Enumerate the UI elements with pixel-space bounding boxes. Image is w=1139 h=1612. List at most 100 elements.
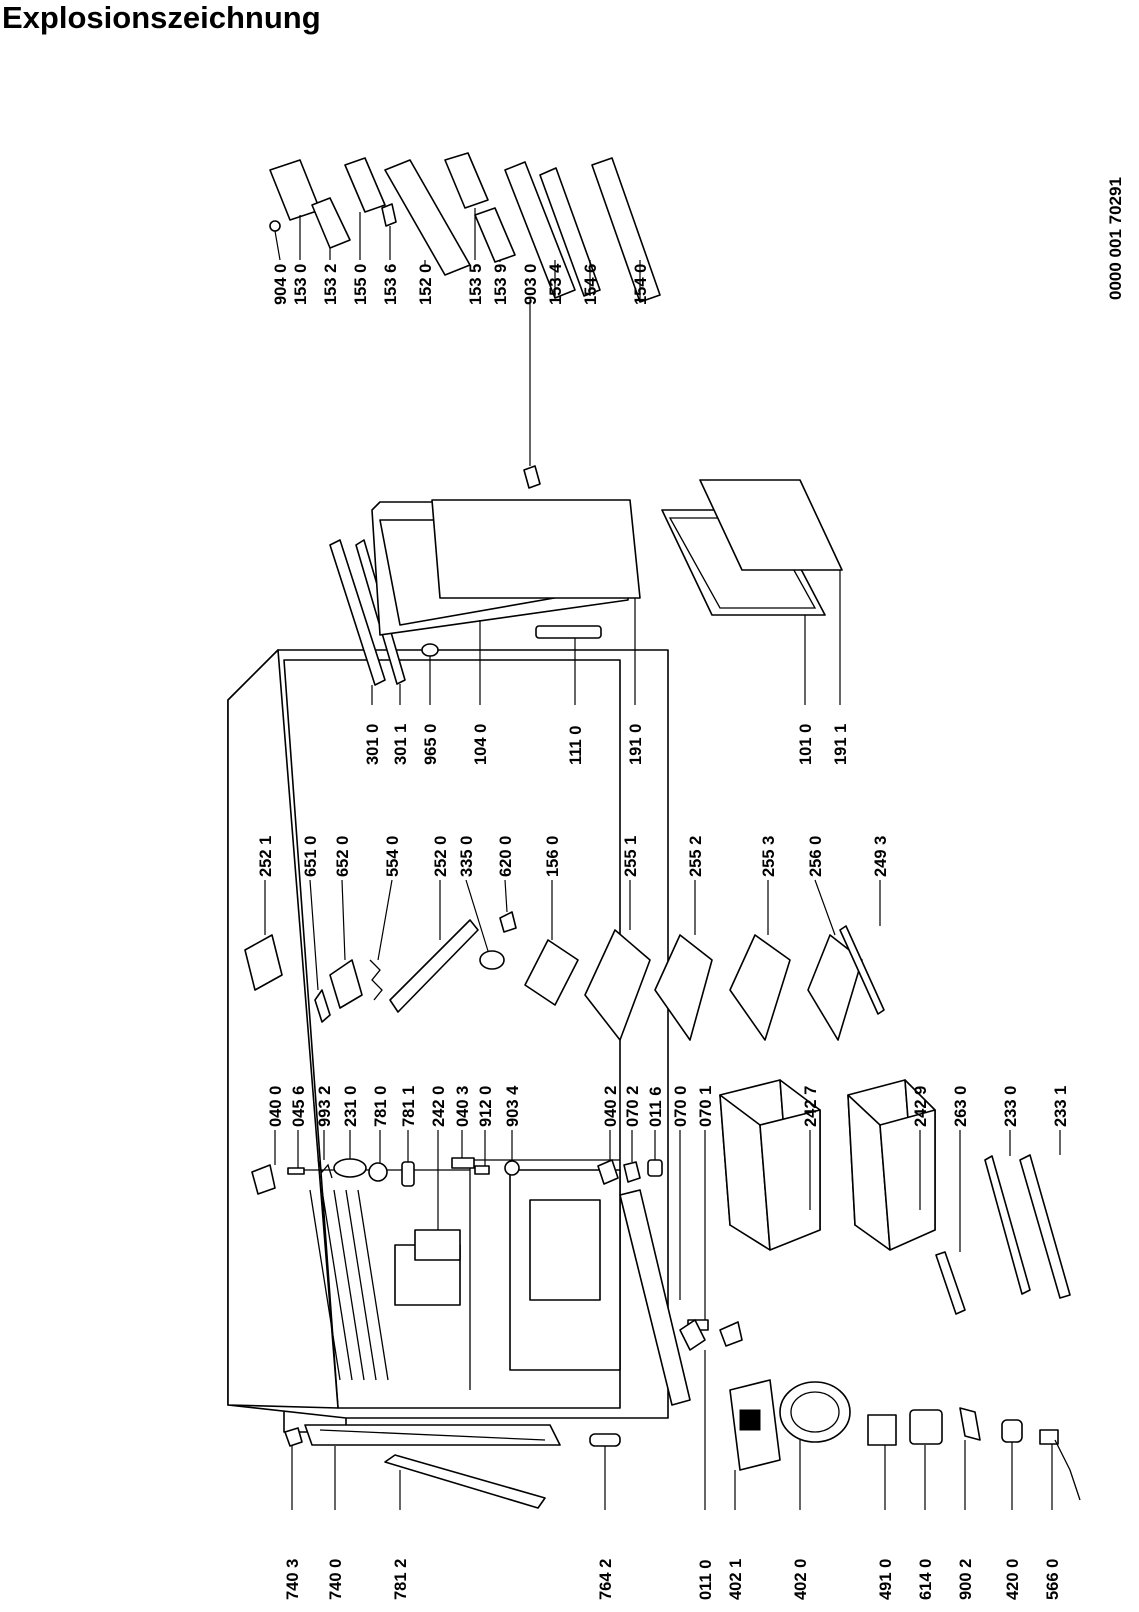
- label-1911: 191 1: [832, 724, 850, 765]
- label-0702: 070 2: [624, 1086, 642, 1127]
- label-1539: 153 9: [492, 264, 510, 305]
- relay-4021: [729, 1379, 781, 1471]
- part-2521: [244, 934, 283, 991]
- part-0116: [647, 1159, 663, 1177]
- bin-1532: [311, 197, 351, 249]
- label-7400: 740 0: [327, 1559, 345, 1600]
- label-1010: 101 0: [797, 724, 815, 765]
- bin-1535: [444, 152, 489, 209]
- shelf-1540: [591, 157, 661, 303]
- shelf-1520: [384, 159, 471, 276]
- label-0701: 070 1: [697, 1086, 715, 1127]
- label-2552: 255 2: [687, 836, 705, 877]
- part-6510: [314, 989, 331, 1023]
- label-7810: 781 0: [372, 1086, 390, 1127]
- screw-0456: [287, 1167, 305, 1175]
- label-0116: 011 6: [647, 1087, 665, 1127]
- label-9120: 912 0: [477, 1086, 495, 1127]
- label-9932: 993 2: [316, 1086, 334, 1127]
- label-0110: 011 0: [697, 1560, 715, 1600]
- label-2420: 242 0: [430, 1086, 448, 1127]
- document-number: 0000 001 70291: [1106, 177, 1125, 300]
- bin-1539: [474, 207, 516, 263]
- label-2551: 255 1: [622, 836, 640, 877]
- label-4200: 420 0: [1004, 1559, 1022, 1600]
- label-0700: 070 0: [672, 1086, 690, 1127]
- label-9002: 900 2: [957, 1559, 975, 1600]
- shelf-1560: [524, 939, 579, 1006]
- rail-1534: [504, 161, 576, 299]
- part-2520: [389, 919, 479, 1013]
- label-1536: 153 6: [382, 264, 400, 305]
- label-1520: 152 0: [417, 264, 435, 305]
- label-7642: 764 2: [597, 1559, 615, 1600]
- label-0456: 045 6: [290, 1086, 308, 1127]
- rail-2330: [984, 1155, 1031, 1295]
- label-1532: 153 2: [322, 264, 340, 305]
- label-0400: 040 0: [267, 1086, 285, 1127]
- part-6200: [499, 911, 517, 933]
- part-7811: [401, 1161, 415, 1187]
- label-3350: 335 0: [458, 836, 476, 877]
- label-6200: 620 0: [497, 836, 515, 877]
- label-2630: 263 0: [952, 1086, 970, 1127]
- egg-tray-1550: [344, 157, 386, 213]
- clip-7403: [284, 1427, 303, 1447]
- label-2310: 231 0: [342, 1086, 360, 1127]
- bin-1530: [269, 159, 321, 221]
- label-1560: 156 0: [544, 836, 562, 877]
- part-0402: [597, 1159, 619, 1185]
- strip-3010: [329, 539, 386, 686]
- label-2429: 242 9: [912, 1086, 930, 1127]
- label-1910: 191 0: [627, 724, 645, 765]
- label-4910: 491 0: [877, 1559, 895, 1600]
- label-2330: 233 0: [1002, 1086, 1020, 1127]
- label-9030: 903 0: [522, 264, 540, 305]
- label-6510: 651 0: [302, 836, 320, 877]
- label-2331: 233 1: [1052, 1086, 1070, 1127]
- label-2560: 256 0: [807, 836, 825, 877]
- rail-1546: [539, 167, 601, 297]
- label-2520: 252 0: [432, 836, 450, 877]
- plate-2310: [333, 1158, 367, 1178]
- label-2427: 242 7: [802, 1086, 820, 1127]
- label-1530: 153 0: [292, 264, 310, 305]
- handle-1110: [535, 625, 602, 639]
- label-1540: 154 0: [632, 264, 650, 305]
- label-3010: 301 0: [364, 724, 382, 765]
- part-9120: [474, 1165, 490, 1175]
- part-6520: [329, 959, 363, 1009]
- part-5660: [1039, 1429, 1059, 1445]
- compressor-4020: [779, 1381, 851, 1443]
- drawer-2429: [847, 1079, 936, 1251]
- gasket-1911: [699, 479, 843, 571]
- grid-2552: [654, 934, 713, 1041]
- label-1550: 155 0: [352, 264, 370, 305]
- label-1535: 153 5: [467, 264, 485, 305]
- label-7811: 781 1: [400, 1086, 418, 1127]
- label-0403: 040 3: [454, 1086, 472, 1127]
- label-1546: 154 6: [582, 264, 600, 305]
- label-5660: 566 0: [1044, 1559, 1062, 1600]
- label-3011: 301 1: [392, 724, 410, 765]
- label-7403: 740 3: [284, 1559, 302, 1600]
- label-2553: 255 3: [760, 836, 778, 877]
- label-9034: 903 4: [504, 1085, 522, 1127]
- cable-5660: [1054, 1439, 1081, 1501]
- rail-2331: [1019, 1154, 1071, 1299]
- label-1110: 111 0: [567, 726, 585, 765]
- label-6140: 614 0: [917, 1559, 935, 1600]
- part-0403: [451, 1157, 475, 1169]
- label-6520: 652 0: [334, 836, 352, 877]
- label-4021: 402 1: [727, 1559, 745, 1600]
- part-4200: [1001, 1419, 1023, 1443]
- part-4910: [867, 1414, 897, 1446]
- label-1040: 104 0: [472, 724, 490, 765]
- cabinet-outline: [227, 649, 691, 1419]
- part-9002: [959, 1407, 981, 1441]
- label-2493: 249 3: [872, 836, 890, 877]
- part-9030: [523, 465, 541, 489]
- part-1536: [381, 203, 397, 227]
- gasket-1910: [431, 499, 641, 599]
